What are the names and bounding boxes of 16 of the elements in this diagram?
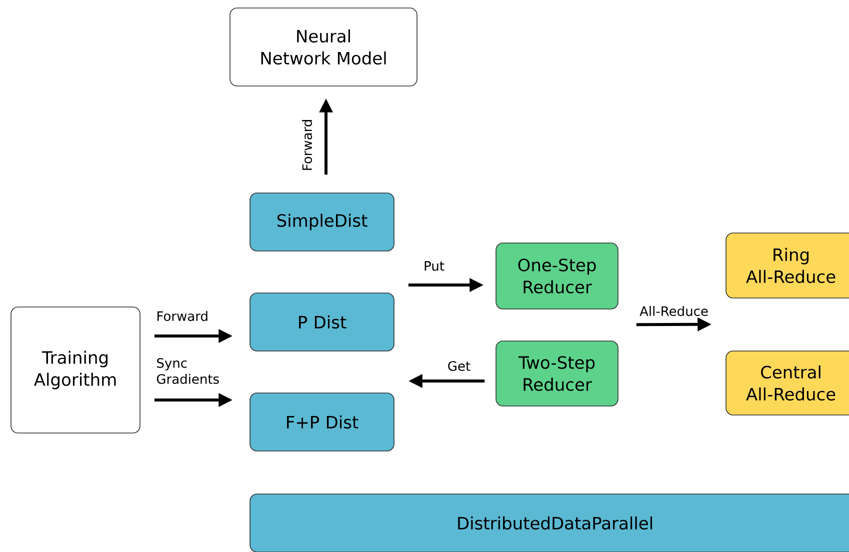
edge-label: Sync Gradients [156, 358, 219, 384]
process-box: P Dist [250, 292, 394, 352]
framework-bar: DistributedDataParallel [250, 494, 849, 552]
reducer-box: Two-Step Reducer [496, 340, 618, 406]
process-box: SimpleDist [250, 192, 394, 252]
algorithm-box: Training Algorithm [10, 306, 140, 434]
edge-label: Forward [157, 310, 208, 322]
process-box: F+P Dist [250, 392, 394, 452]
model-box: Neural Network Model [230, 8, 418, 86]
all-reduce-box: Ring All-Reduce [726, 232, 849, 298]
edge-label: Forward [302, 120, 312, 170]
edge-label: Get [448, 361, 470, 371]
edge-label: All-Reduce [640, 306, 708, 316]
all-reduce-box: Central All-Reduce [726, 350, 849, 416]
reducer-box: One-Step Reducer [496, 242, 618, 310]
edge-label: Put [424, 261, 444, 271]
